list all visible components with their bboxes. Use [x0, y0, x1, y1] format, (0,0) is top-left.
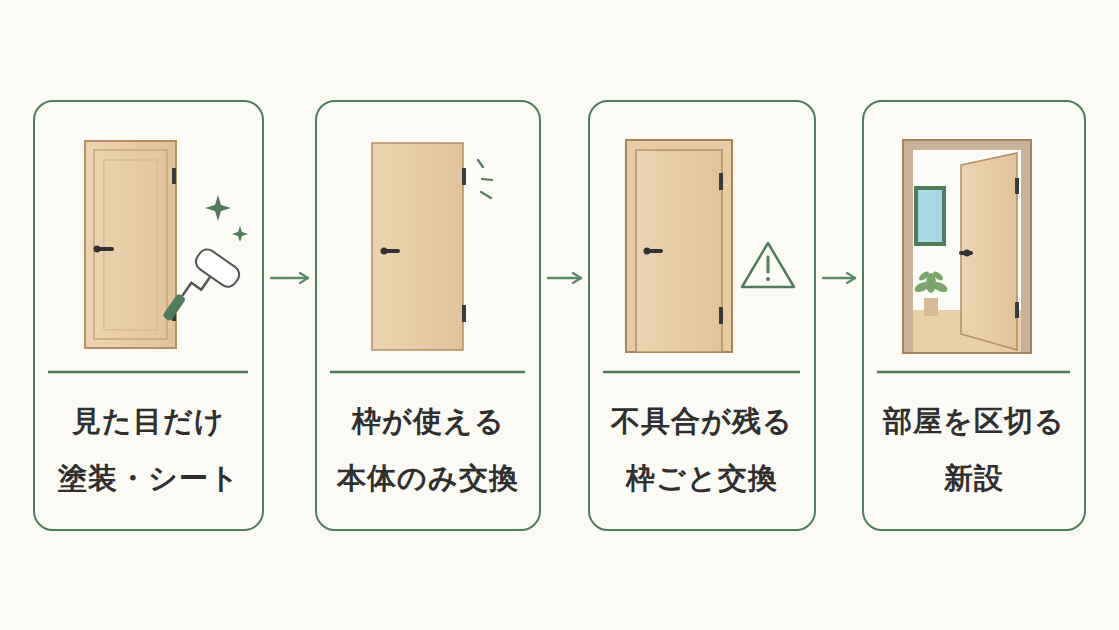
step-box: 見た目だけ塗装・シート	[33, 100, 264, 531]
door-with-frame	[626, 140, 794, 352]
step-heading: 枠が使える	[317, 402, 539, 440]
step-box: 枠が使える本体のみ交換	[315, 100, 541, 531]
step-box: 部屋を区切る新設	[862, 100, 1086, 531]
flow-arrow	[548, 277, 581, 279]
step-heading: 見た目だけ	[35, 402, 262, 440]
divider-lines	[48, 371, 1070, 374]
painted-door	[85, 141, 248, 348]
flow-arrow	[823, 277, 855, 279]
new-door-opening	[903, 140, 1031, 353]
step-heading: 不具合が残る	[590, 402, 814, 440]
step-heading: 部屋を区切る	[864, 402, 1084, 440]
step-label: 塗装・シート	[35, 459, 262, 497]
step-label: 本体のみ交換	[317, 459, 539, 497]
step-label: 枠ごと交換	[590, 459, 814, 497]
step-label: 新設	[864, 459, 1084, 497]
flow-arrow	[271, 277, 308, 279]
replaced-door-leaf	[372, 143, 492, 350]
step-box: 不具合が残る枠ごと交換	[588, 100, 816, 531]
